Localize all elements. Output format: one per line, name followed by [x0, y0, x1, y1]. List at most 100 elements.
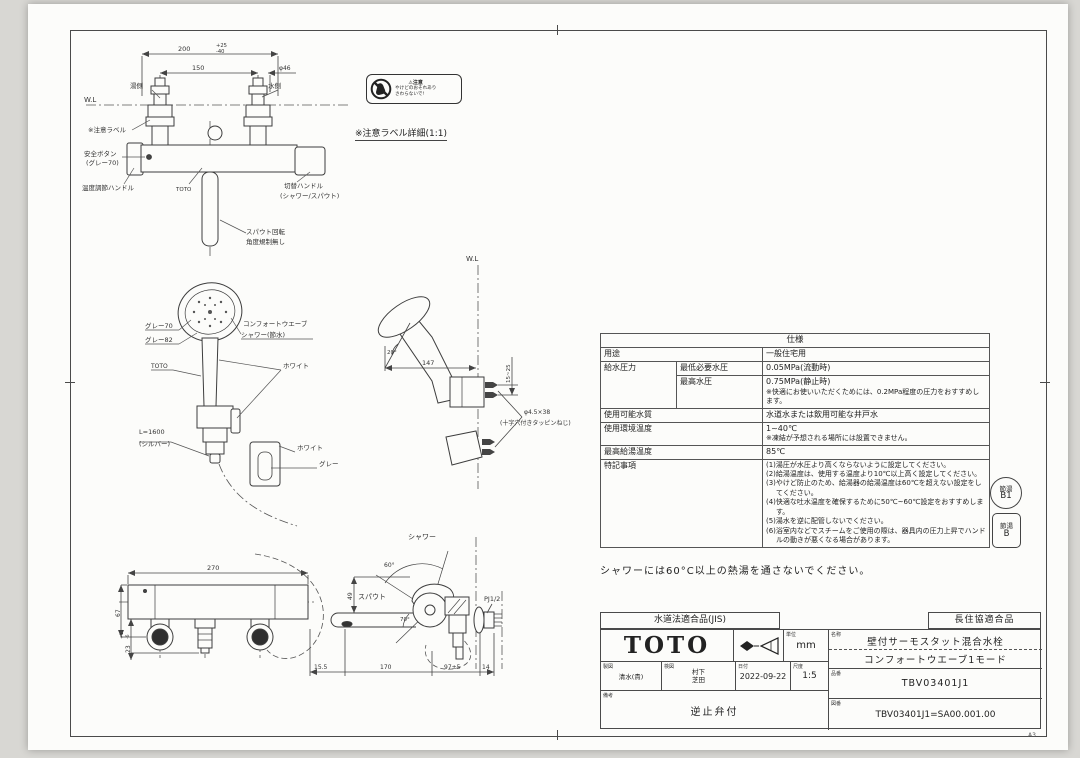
spec-max-temp-label: 最高給湯温度	[600, 444, 763, 460]
remarks-cell: 備考 逆止弁付	[601, 691, 829, 730]
spec-usage-value: 一般住宅用	[761, 347, 991, 363]
cold-side-label: 水側	[268, 81, 282, 90]
checker-name-2: 芝田	[692, 676, 705, 684]
spout-note-label-2: 角度規制無し	[246, 237, 285, 246]
thread-pj12-label: PJ1/2	[484, 595, 500, 603]
dim-270: 270	[207, 564, 219, 572]
badge-b-value: B	[1003, 528, 1010, 539]
caution-header: ⚠注意	[408, 80, 423, 87]
unit-cell: 単位 mm	[784, 630, 829, 662]
brand-label: TOTO	[175, 187, 192, 193]
comfort-wave-label-1: コンフォートウエーブ	[243, 319, 308, 328]
water-saving-b-badge: 節湯 B	[992, 513, 1021, 548]
checker-label: 検図	[664, 664, 675, 670]
shower-hose-curve	[218, 463, 298, 527]
spec-min-pressure-value: 0.05MPa(流動時)	[761, 361, 991, 377]
shower-head-drawing: グレー70 グレー82 TOTO L=1600 (シルバー) コンフォートウエー…	[139, 282, 339, 527]
drawing-sheet: W.L 湯側 水側 200 +25 -40 150 φ46 ※注意ラベル 安全ボ…	[28, 4, 1068, 750]
drafter-label: 製図	[603, 664, 614, 670]
drafter-cell: 製図 清水(貴)	[601, 662, 662, 691]
frame-center-mark-bottom	[557, 730, 558, 740]
angle-70-label: 70°	[400, 617, 410, 623]
angle-60-label: 60°	[384, 562, 395, 569]
spec-min-pressure-label: 最低必要水圧	[676, 361, 763, 377]
shower-head-shapes	[177, 282, 281, 487]
max-pressure-note: ※快適にお使いいただくためには、0.2MPa程度の圧力をおすすめします。	[766, 387, 980, 406]
faucet-body-shapes	[126, 77, 326, 247]
hanger-wl-label: W.L	[466, 255, 478, 263]
side-view-shapes	[330, 583, 502, 660]
faucet-bottom-front-drawing: 270 67 23 +11 -6	[115, 553, 324, 660]
faucet-front-view-drawing: W.L 湯側 水側 200 +25 -40 150 φ46 ※注意ラベル 安全ボ…	[82, 43, 348, 256]
title-block: 水道法適合品(JIS) 長住協適合品 TOTO 単位 mm	[600, 612, 1042, 730]
date-label: 日付	[738, 664, 749, 670]
checker-cell: 検図 村下 芝田	[662, 662, 736, 691]
date-cell: 日付 2022-09-22	[736, 662, 791, 691]
bottom-front-dimensions	[118, 570, 309, 660]
hanger-dimensions	[384, 322, 523, 448]
spec-note-5: (5)湯水を逆に配管しないでください。	[766, 517, 888, 526]
dim-15-5: 15.5	[314, 664, 328, 671]
jis-compliance-tab: 水道法適合品(JIS)	[600, 612, 780, 629]
caution-detail-caption: ※注意ラベル詳細(1:1)	[355, 126, 448, 141]
name-divider-dashed	[829, 649, 1042, 650]
dim-67: 67	[115, 609, 122, 617]
dim-d46: φ46	[279, 65, 291, 72]
shower-hanger-drawing: W.L 20° 147 15~25 φ4.5×38 (十字穴付きタッピンねじ)	[377, 255, 571, 489]
screw-spec-label-1: φ4.5×38	[524, 409, 550, 416]
spec-note-1: (1)湯圧が水圧より高くならないように設定してください。	[766, 460, 951, 469]
spec-max-temp-value: 85℃	[761, 444, 991, 460]
projection-symbol-icon	[739, 636, 779, 655]
dim-200-tol-minus: -40	[216, 49, 224, 55]
dim-97: 97±5	[444, 664, 461, 671]
spec-note-4: (4)快適な吐水温度を確保するために50℃~60℃設定をおすすめします。	[766, 498, 984, 516]
title-block-main: TOTO 単位 mm 製図 清水(貴)	[600, 629, 1042, 730]
dim-14: 14	[482, 664, 490, 671]
paper-size-label: A3	[1028, 732, 1036, 739]
caution-line-2: さわらないで!	[395, 92, 425, 98]
badge-b1-label: 節湯	[999, 484, 1013, 493]
scale-value: 1:5	[802, 671, 817, 681]
spec-max-pressure-value: 0.75MPa(静止時) ※快適にお使いいただくためには、0.2MPa程度の圧力…	[761, 375, 991, 409]
product-name-line2: コンフォートウエーブ1モード	[864, 655, 1007, 666]
hot-side-label: 湯側	[130, 81, 144, 90]
spec-pressure-label: 給水圧力	[600, 361, 677, 409]
safety-button-label-2: (グレー70)	[86, 158, 119, 167]
bottom-front-shapes	[127, 584, 309, 654]
gray70-label: グレー70	[145, 321, 173, 330]
hose-length-label-2: (シルバー)	[139, 440, 170, 448]
badge-b1-value: B1	[1000, 491, 1012, 501]
drawing-frame	[70, 30, 1047, 737]
spec-note-2: (2)給湯温度は、使用する温度より10℃以上高く設定してください。	[766, 470, 982, 478]
frame-center-mark-left	[65, 382, 75, 383]
spec-table: 仕様 用途 一般住宅用 給水圧力 最低必要水圧 0.05MPa(流動時) 最高水…	[599, 332, 991, 548]
white-label: ホワイト	[283, 362, 309, 370]
side-view-dimensions	[309, 576, 495, 676]
screw-spec-label-2: (十字穴付きタッピンねじ)	[500, 419, 571, 427]
wl-label: W.L	[84, 96, 96, 104]
warning-triangle-icon: ⚠	[408, 80, 413, 87]
ambient-note: ※凍結が予想される場所には設置できません。	[766, 434, 912, 443]
caution-label-callout: ※注意ラベル	[88, 125, 126, 134]
caution-label-detail: ⚠注意 やけどのおそれあり さわらないで!	[366, 74, 462, 104]
toto-logo-cell: TOTO	[601, 630, 734, 662]
dim-200: 200	[178, 45, 190, 53]
dim-23-tol-plus: +11	[119, 629, 125, 639]
spec-ambient-label: 使用環境温度	[600, 421, 763, 446]
water-saving-b1-badge: 節湯 B1	[990, 477, 1022, 509]
drawing-number-value: TBV03401J1=SA00.001.00	[875, 709, 996, 720]
comfort-wave-label-2: シャワー(節水)	[241, 330, 285, 339]
product-name-cell: 名称 壁付サーモスタット混合水栓 コンフォートウエーブ1モード	[829, 630, 1042, 669]
scale-label: 尺度	[793, 664, 804, 670]
top-view-dimensions	[141, 51, 296, 96]
dim-23: 23	[125, 645, 132, 653]
spec-note-3: (3)やけど防止のため、給湯器の給湯温度は60℃を超えない設定をしてください。	[766, 479, 982, 497]
shower-brand-label: TOTO	[150, 363, 168, 370]
spec-water-value: 水道水または飲用可能な井戸水	[761, 407, 991, 423]
drafter-name: 清水(貴)	[618, 673, 644, 681]
dim-15-25: 15~25	[506, 364, 512, 383]
remarks-label: 備考	[603, 693, 614, 699]
dim-147: 147	[422, 359, 434, 367]
spout-position-label: スパウト	[358, 593, 386, 601]
part-number-value: TBV03401J1	[901, 678, 970, 689]
